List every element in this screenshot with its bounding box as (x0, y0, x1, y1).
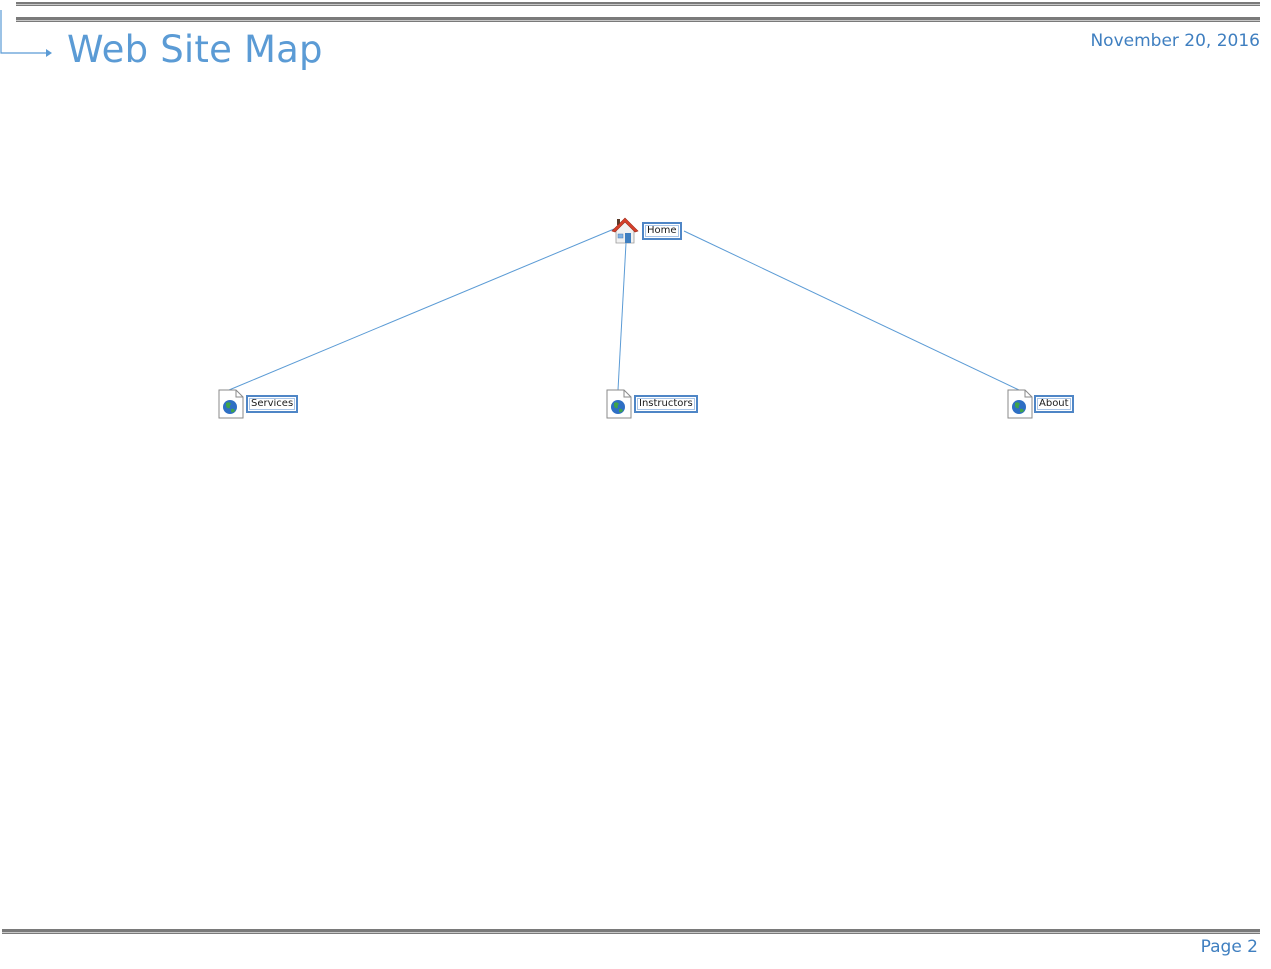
sitemap-node-services[interactable]: Services (246, 395, 299, 413)
sitemap-node-home[interactable]: Home (642, 222, 682, 240)
header-rule-top (16, 2, 1260, 6)
web-page-icon (218, 389, 244, 419)
sitemap-node-about[interactable]: About (1034, 395, 1074, 413)
page-title: Web Site Map (67, 28, 323, 71)
connector-home-instructors (617, 242, 627, 391)
connector-home-about (683, 230, 1020, 391)
page-date: November 20, 2016 (1090, 31, 1260, 51)
web-page-icon (606, 389, 632, 419)
connector-home-services (228, 228, 615, 391)
web-page-icon (1007, 389, 1033, 419)
corner-arrow-icon (0, 10, 52, 57)
home-icon (611, 217, 639, 244)
header-rule-bottom (16, 17, 1260, 22)
page-number: Page 2 (1200, 937, 1258, 957)
sitemap-node-instructors[interactable]: Instructors (634, 395, 698, 413)
footer-rule (2, 929, 1260, 934)
